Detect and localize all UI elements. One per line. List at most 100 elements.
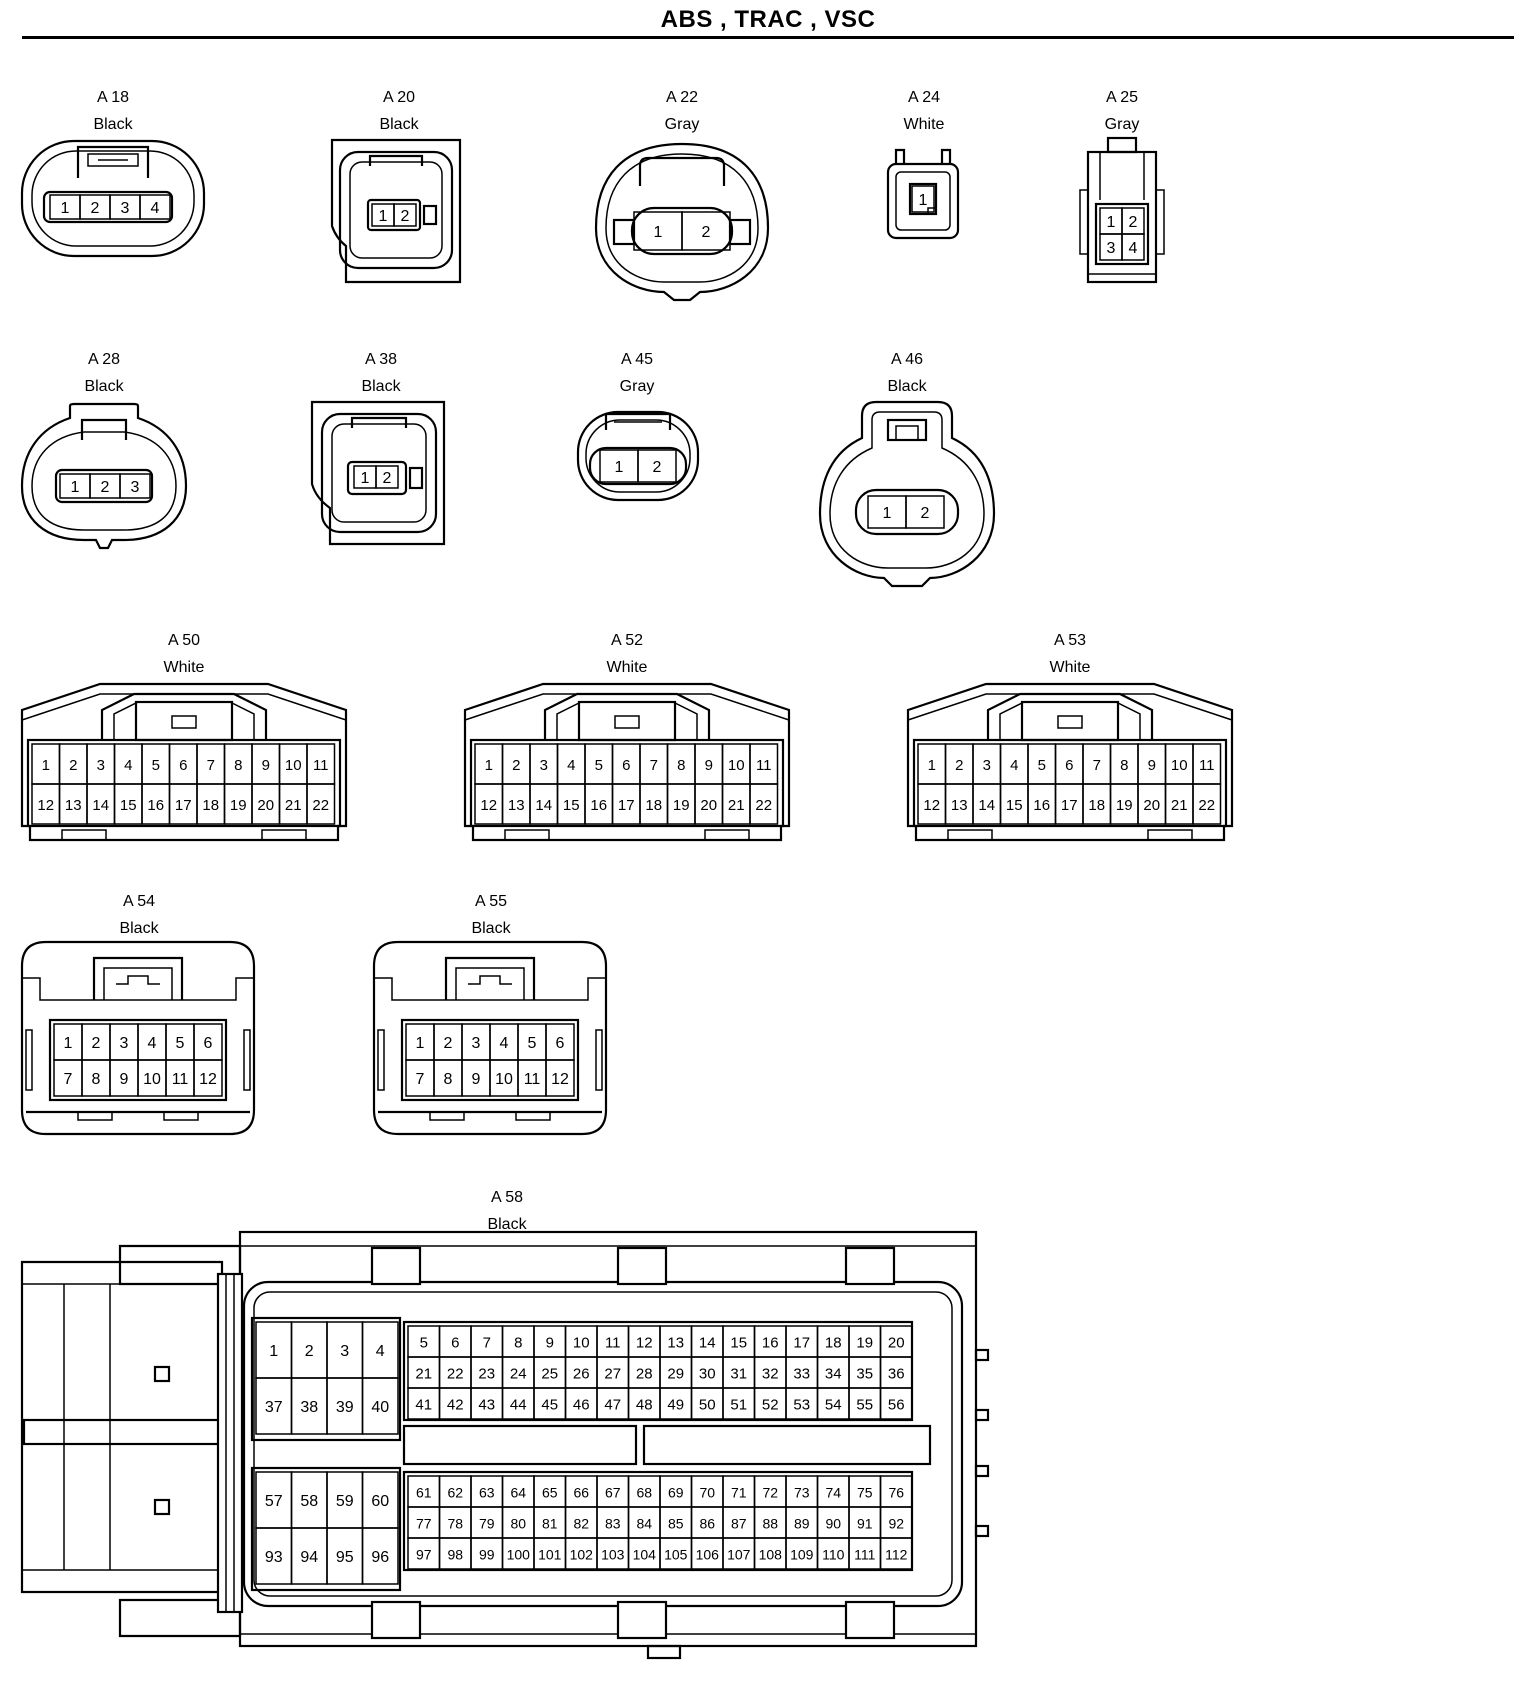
pin-number: 9 (262, 757, 270, 774)
pin-number: 9 (472, 1071, 481, 1088)
pin-number: 1 (416, 1035, 425, 1052)
pin-number: 92 (888, 1516, 904, 1532)
pin-number: 1 (361, 470, 370, 487)
pin-number: 53 (793, 1397, 810, 1414)
pin-number: 76 (888, 1485, 904, 1501)
pin-number: 100 (507, 1547, 531, 1563)
pin-number: 34 (825, 1366, 842, 1383)
pin-number: 10 (285, 757, 302, 774)
pin-number: 16 (1033, 797, 1050, 814)
pin-number: 42 (447, 1397, 464, 1414)
pin-number: 12 (551, 1071, 569, 1088)
pin-number: 21 (285, 797, 302, 814)
connector-color-a24: White (903, 116, 945, 133)
pin-number: 2 (92, 1035, 101, 1052)
pin-number: 19 (856, 1335, 873, 1352)
pin-number: 2 (101, 479, 110, 496)
pin-number: 14 (92, 797, 109, 814)
pin-number: 3 (121, 200, 130, 217)
pin-number: 15 (120, 797, 137, 814)
pin-number: 29 (667, 1366, 684, 1383)
pin-number: 2 (653, 459, 662, 476)
pin-number: 4 (567, 757, 575, 774)
pin-number: 19 (1116, 797, 1133, 814)
pin-number: 5 (420, 1335, 428, 1352)
pin-number: 5 (176, 1035, 185, 1052)
connector-color-a55: Black (471, 920, 511, 937)
pin-number: 28 (636, 1366, 653, 1383)
pin-number: 11 (524, 1071, 541, 1088)
pin-number: 6 (556, 1035, 565, 1052)
pin-number: 9 (120, 1071, 129, 1088)
pin-number: 8 (1120, 757, 1128, 774)
pin-number: 31 (730, 1366, 747, 1383)
pin-number: 6 (451, 1335, 459, 1352)
pin-number: 19 (673, 797, 690, 814)
pin-number: 49 (667, 1397, 684, 1414)
pin-number: 22 (755, 797, 772, 814)
pin-number: 17 (1061, 797, 1078, 814)
pin-number: 11 (313, 757, 329, 774)
pin-number: 98 (447, 1547, 463, 1563)
title-rule (22, 36, 1514, 39)
pin-number: 14 (699, 1335, 716, 1352)
pin-number: 66 (573, 1485, 589, 1501)
pin-number: 11 (1199, 757, 1215, 774)
pin-number: 16 (590, 797, 607, 814)
pin-number: 12 (923, 797, 940, 814)
pin-number: 5 (528, 1035, 537, 1052)
pin-number: 3 (97, 757, 105, 774)
pin-cell (393, 203, 417, 227)
pin-number: 58 (300, 1493, 318, 1510)
pin-number: 10 (495, 1071, 513, 1088)
pin-number: 1 (1107, 214, 1116, 231)
pin-number: 22 (1198, 797, 1215, 814)
pin-number: 27 (604, 1366, 621, 1383)
pin-number: 57 (265, 1493, 283, 1510)
pin-number: 62 (447, 1485, 463, 1501)
pin-number: 7 (416, 1071, 425, 1088)
pin-number: 74 (825, 1485, 841, 1501)
pin-number: 84 (636, 1516, 652, 1532)
pin-cell (905, 495, 945, 529)
pin-cell (1121, 233, 1145, 261)
pin-number: 63 (479, 1485, 495, 1501)
pin-number: 7 (650, 757, 658, 774)
pin-number: 21 (728, 797, 745, 814)
pin-number: 35 (856, 1366, 873, 1383)
pin-number: 9 (705, 757, 713, 774)
pin-number: 94 (300, 1549, 318, 1566)
pin-number: 73 (794, 1485, 810, 1501)
pin-number: 1 (485, 757, 493, 774)
pin-number: 6 (204, 1035, 213, 1052)
pin-number: 101 (538, 1547, 562, 1563)
pin-cell (361, 1377, 399, 1435)
connector-color-a38: Black (361, 378, 401, 395)
pin-number: 8 (677, 757, 685, 774)
pin-number: 17 (793, 1335, 810, 1352)
pin-number: 112 (885, 1547, 908, 1563)
pin-number: 15 (1006, 797, 1023, 814)
pin-number: 7 (1093, 757, 1101, 774)
pin-number: 11 (172, 1071, 189, 1088)
pin-number: 104 (633, 1547, 657, 1563)
connector-color-a53: White (1049, 659, 1091, 676)
pin-number: 2 (921, 505, 930, 522)
pin-number: 1 (42, 757, 50, 774)
pin-number: 71 (731, 1485, 747, 1501)
pin-number: 81 (542, 1516, 558, 1532)
pin-number: 5 (1038, 757, 1046, 774)
pin-number: 96 (371, 1549, 389, 1566)
pin-number: 18 (645, 797, 662, 814)
pin-number: 3 (1107, 240, 1116, 257)
pin-number: 13 (951, 797, 968, 814)
pin-number: 12 (199, 1071, 217, 1088)
pin-number: 11 (605, 1335, 621, 1352)
pin-number: 50 (699, 1397, 716, 1414)
pin-number: 13 (667, 1335, 684, 1352)
pin-number: 3 (340, 1343, 349, 1360)
